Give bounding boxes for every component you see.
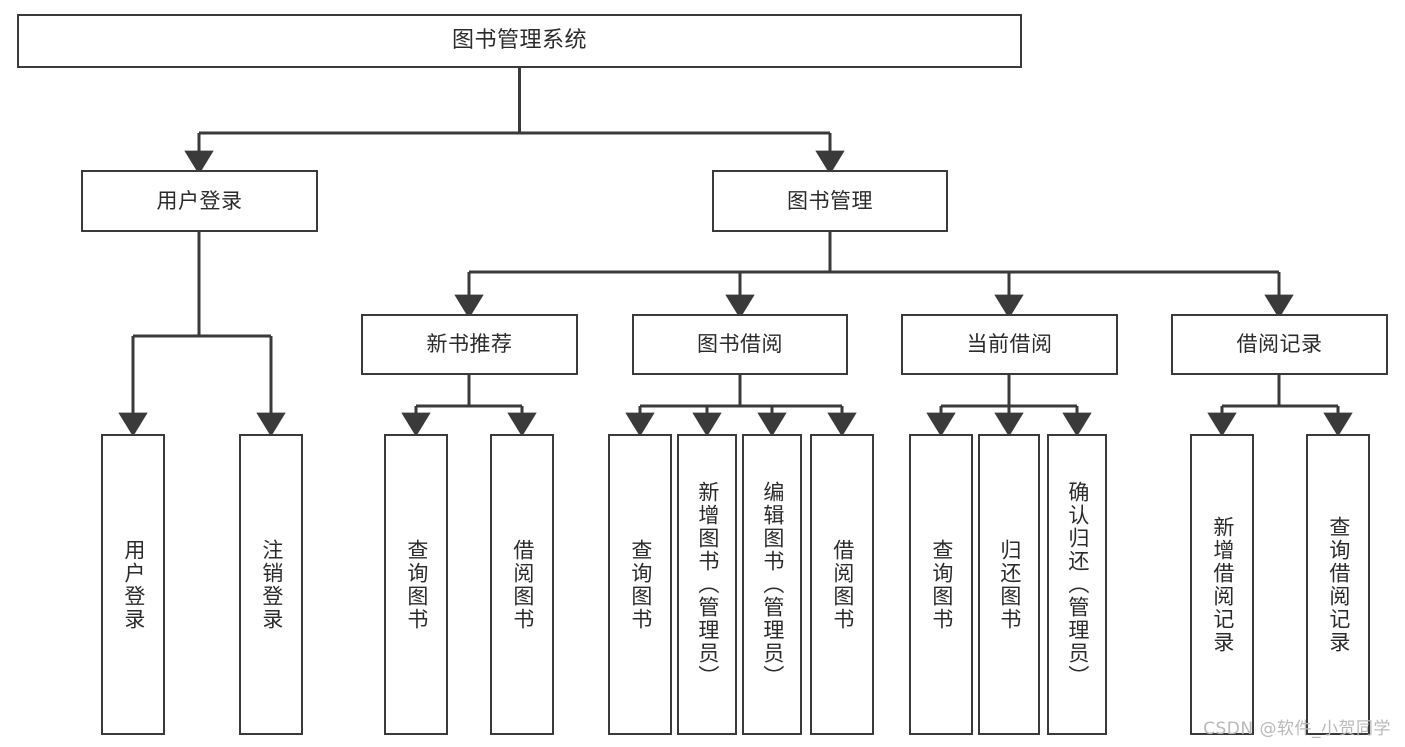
- leaf-add-record[interactable]: 新增借阅记录: [1190, 434, 1254, 735]
- node-new-book-recommend[interactable]: 新书推荐: [361, 314, 578, 375]
- node-user-login[interactable]: 用户登录: [81, 170, 318, 232]
- leaf-confirm-return[interactable]: 确认归还（管理员）: [1047, 434, 1107, 735]
- leaf-return-book[interactable]: 归还图书: [978, 434, 1040, 735]
- node-user-login-label: 用户登录: [156, 188, 243, 213]
- leaf-user-logout-label: 注销登录: [259, 538, 284, 631]
- leaf-confirm-return-label: 确认归还（管理员）: [1065, 481, 1090, 688]
- leaf-borrow-book-2-label: 借阅图书: [830, 538, 855, 631]
- node-borrow-record[interactable]: 借阅记录: [1171, 314, 1388, 375]
- node-book-manage-label: 图书管理: [787, 188, 873, 213]
- leaf-query-book-3[interactable]: 查询图书: [909, 434, 973, 735]
- leaf-user-logout[interactable]: 注销登录: [239, 434, 303, 735]
- leaf-borrow-book-1-label: 借阅图书: [510, 538, 535, 631]
- leaf-user-login-label: 用户登录: [121, 538, 146, 631]
- leaf-query-book-1-label: 查询图书: [404, 538, 429, 631]
- leaf-query-book-1[interactable]: 查询图书: [384, 434, 448, 735]
- leaf-borrow-book-2[interactable]: 借阅图书: [810, 434, 874, 735]
- node-borrow-record-label: 借阅记录: [1236, 332, 1323, 357]
- node-book-borrow-label: 图书借阅: [697, 332, 783, 357]
- node-new-book-recommend-label: 新书推荐: [426, 332, 513, 357]
- node-book-manage[interactable]: 图书管理: [712, 170, 948, 232]
- leaf-borrow-book-1[interactable]: 借阅图书: [490, 434, 554, 735]
- leaf-add-book-label: 新增图书（管理员）: [695, 481, 720, 688]
- leaf-user-login[interactable]: 用户登录: [101, 434, 165, 735]
- node-book-borrow[interactable]: 图书借阅: [632, 314, 848, 375]
- node-root-label: 图书管理系统: [451, 28, 587, 54]
- leaf-edit-book[interactable]: 编辑图书（管理员）: [742, 434, 802, 735]
- leaf-query-record-label: 查询借阅记录: [1326, 515, 1351, 654]
- node-current-borrow-label: 当前借阅: [966, 332, 1053, 357]
- watermark: CSDN @软件_小贺同学: [1203, 719, 1391, 739]
- node-root[interactable]: 图书管理系统: [17, 14, 1022, 68]
- leaf-query-record[interactable]: 查询借阅记录: [1306, 434, 1370, 735]
- node-current-borrow[interactable]: 当前借阅: [901, 314, 1118, 375]
- leaf-return-book-label: 归还图书: [997, 538, 1022, 631]
- leaf-add-record-label: 新增借阅记录: [1210, 515, 1235, 654]
- leaf-query-book-2-label: 查询图书: [628, 538, 653, 631]
- leaf-query-book-2[interactable]: 查询图书: [608, 434, 672, 735]
- leaf-add-book[interactable]: 新增图书（管理员）: [677, 434, 737, 735]
- leaf-query-book-3-label: 查询图书: [929, 538, 954, 631]
- leaf-edit-book-label: 编辑图书（管理员）: [760, 481, 785, 688]
